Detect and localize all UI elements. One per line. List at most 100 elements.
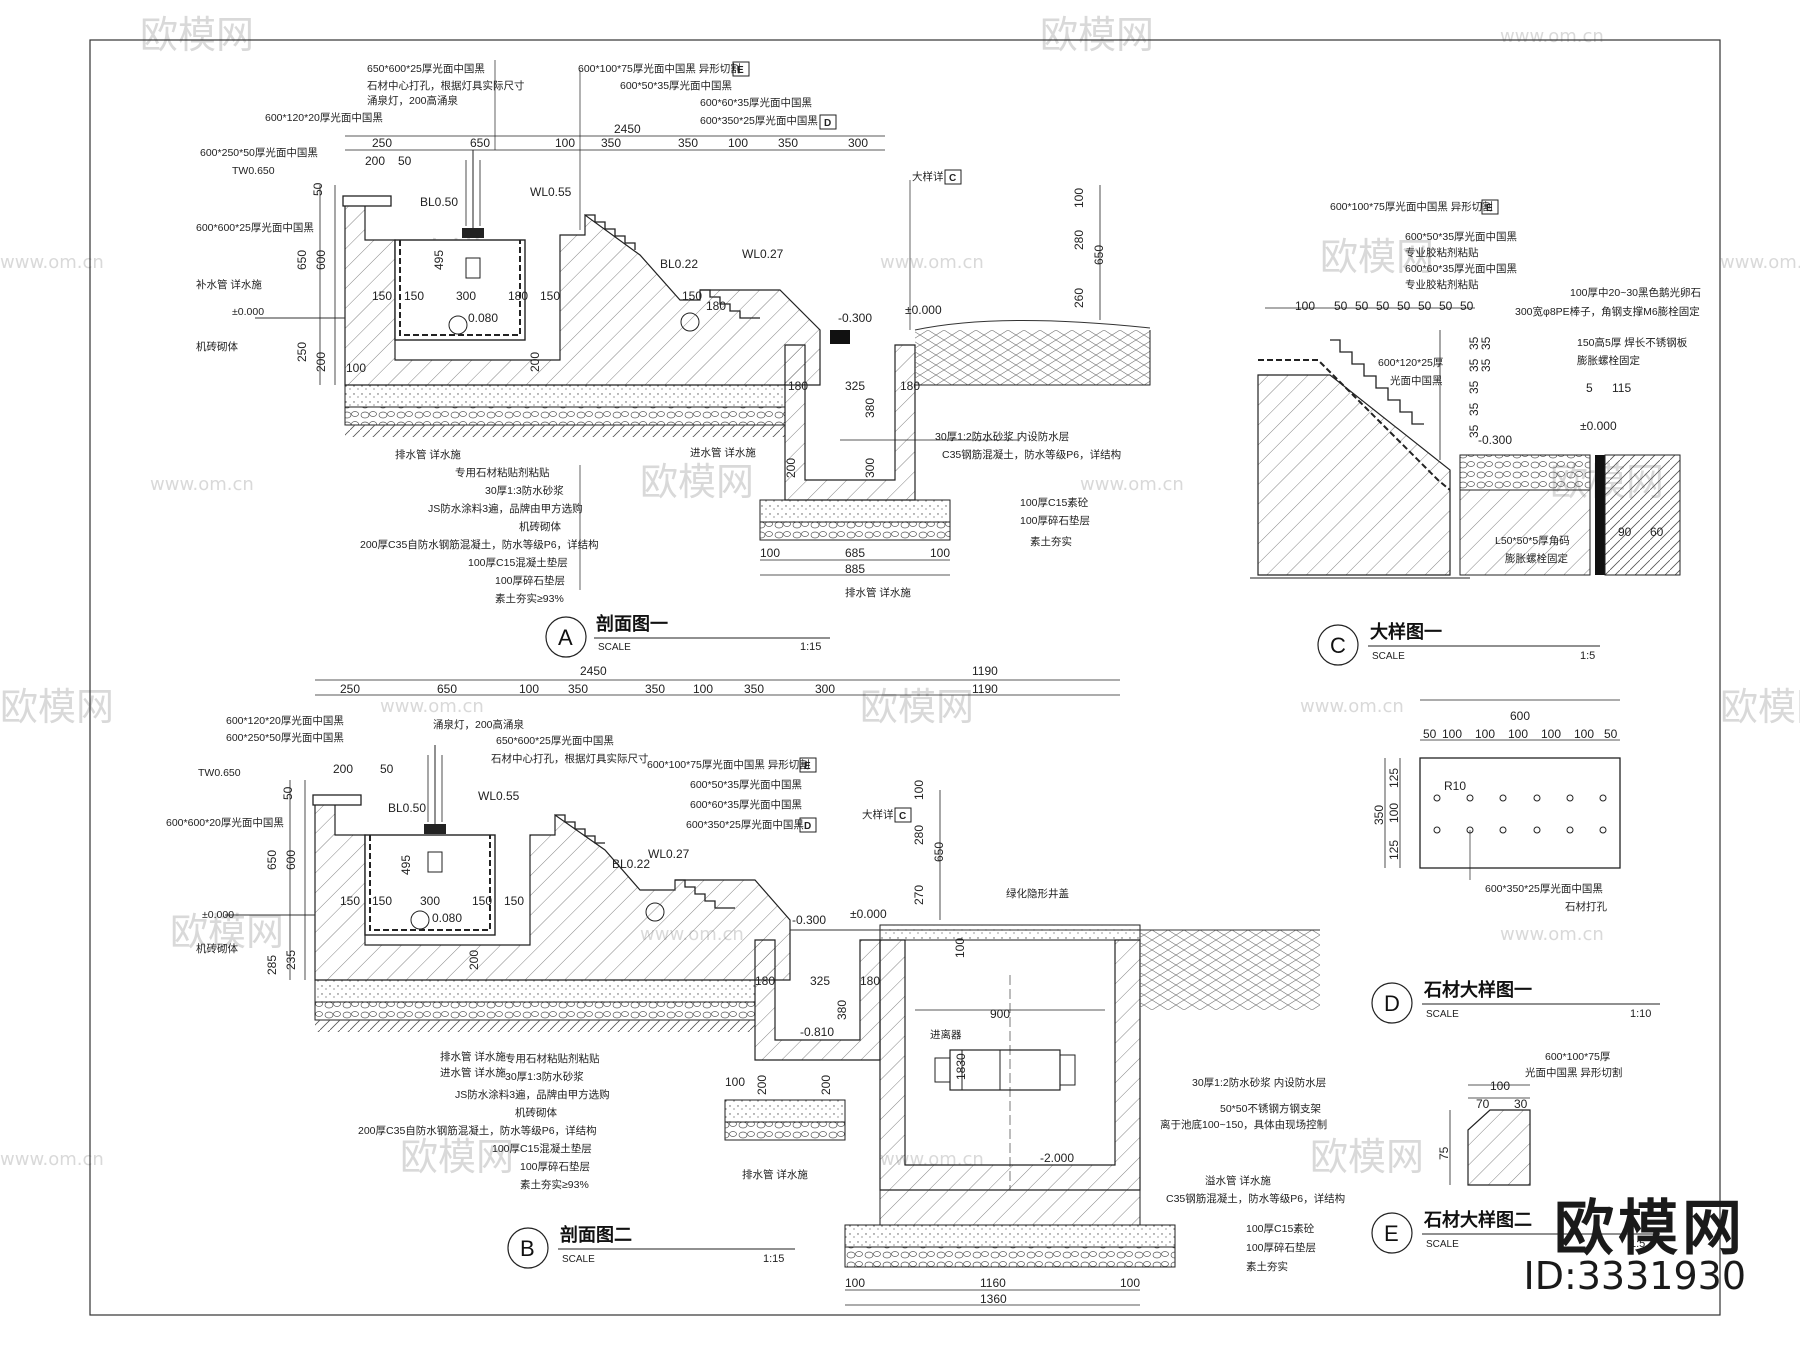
a-dim-right-2: 650 [1092, 245, 1106, 265]
d-dim-left-1: 125 [1387, 768, 1401, 788]
a-dim-top-4: 350 [601, 136, 621, 150]
c-dim-2: 50 [1355, 299, 1369, 313]
a-note-right-5: 排水管 详水施 [845, 586, 911, 599]
pump-icon [934, 1049, 1076, 1091]
gravel-layer [344, 406, 786, 426]
watermark-brand: 欧模网 [860, 685, 974, 729]
a-level-4: 0.080 [468, 311, 498, 325]
b-retaining-wall-section [314, 799, 791, 981]
view-title-a: 剖面图一 [596, 613, 668, 634]
a-dim-inner-5: 180 [706, 299, 726, 313]
a-note-right-1: C35钢筋混凝土，防水等级P6，详结构 [942, 448, 1121, 461]
c-dim-8: 35 [1467, 336, 1481, 350]
view-mark-c: C [1330, 633, 1346, 658]
b-dim-left-2: 600 [284, 850, 298, 870]
a-dim-bottom-2: 100 [930, 546, 950, 560]
d-dim-left-2: 100 [1387, 803, 1401, 823]
a-dim-top-7: 350 [778, 136, 798, 150]
b-dim-right-3: 100 [912, 780, 926, 800]
b-dim-inner-13: 900 [990, 1007, 1010, 1021]
view-scale-label-e: SCALE [1426, 1239, 1459, 1250]
a-note-bot-1: 专用石材粘贴剂粘贴 [455, 466, 550, 479]
a-note-top-2: 涌泉灯，200高涌泉 [367, 94, 459, 107]
b-note-top-8: 机砖砌体 [196, 942, 238, 955]
watermark-site: www.om.cn [880, 252, 984, 273]
b-dim-left-3: 235 [284, 950, 298, 970]
a-note-mid-1: 600*50*35厚光面中国黑 [620, 79, 732, 92]
b-soil-layer [315, 1020, 755, 1032]
pump-pit-cover-label: 绿化隐形井盖 [1006, 887, 1069, 900]
watermark-site: www.om.cn [1500, 26, 1604, 47]
d-radius: R10 [1444, 779, 1466, 793]
b-note-right-0: 30厚1:2防水砂浆 内设防水层 [1192, 1076, 1326, 1089]
pump-gravel-bed [844, 1246, 1176, 1268]
b-box-c: C [899, 811, 906, 822]
c-dim-16: 115 [1612, 381, 1631, 395]
watermark-brand: 欧模网 [140, 13, 254, 57]
a-dim-inner-9: 325 [845, 379, 865, 393]
watermark-site: www.om.cn [1720, 252, 1800, 273]
b-note-right-4: C35钢筋混凝土，防水等级P6，详结构 [1166, 1192, 1345, 1205]
watermark-brand: 欧模网 [1720, 685, 1800, 729]
d-dim-top-0: 600 [1510, 709, 1530, 723]
b-dim-bottom-3: 1360 [980, 1292, 1007, 1306]
d-dim-left-0: 350 [1372, 805, 1386, 825]
view-title-e: 石材大样图二 [1423, 1209, 1532, 1230]
b-drain-pipe-icon [410, 910, 430, 930]
b-level-2: WL0.27 [648, 847, 690, 861]
b-dim-bottom-2: 100 [1120, 1276, 1140, 1290]
stepped-weir-lower [700, 289, 760, 319]
b-detail-ref: 大样详 [862, 808, 894, 821]
b-dim-top-5: 100 [519, 682, 539, 696]
b-dim-inner-14: 1830 [954, 1053, 968, 1080]
a-dim-left-3: 250 [295, 342, 309, 362]
view-mark-circle-e [1371, 1212, 1413, 1254]
drain-pipe-icon [448, 315, 468, 335]
watermark-site: www.om.cn [0, 252, 104, 273]
a-level-5: -0.300 [838, 311, 872, 325]
a-dim-left-2: 600 [314, 250, 328, 270]
c-dim-13: 35 [1479, 336, 1493, 350]
b-note-bot-4: JS防水涂料3遍，品牌由甲方选购 [455, 1088, 610, 1101]
c-dim-15: 5 [1586, 381, 1593, 395]
b-dim-inner-2: 300 [420, 894, 440, 908]
b-dim-inner-7: 325 [810, 974, 830, 988]
sump-pit-walls [784, 344, 916, 501]
c-note-11: L50*50*5厚角码 [1495, 535, 1570, 547]
b-dim-top-9: 350 [744, 682, 764, 696]
b-note-right-3: 溢水管 详水施 [1205, 1174, 1271, 1187]
c-dim-9: 35 [1467, 358, 1481, 372]
a-note-mid-3: 600*350*25厚光面中国黑 [700, 114, 818, 127]
b-level-1: WL0.55 [478, 789, 520, 803]
a-note-top-6: 600*600*25厚光面中国黑 [196, 221, 314, 234]
b-note-bot-7: 100厚C15混凝土垫层 [492, 1142, 592, 1155]
brand-logo-text: 欧模网 [1554, 1194, 1746, 1264]
c-note-12: 膨胀螺栓固定 [1505, 552, 1568, 565]
a-box-e: E [737, 65, 744, 76]
retaining-wall-section [344, 199, 821, 386]
e-dim-1: 70 [1476, 1097, 1490, 1111]
view-scale-label-a: SCALE [598, 642, 631, 653]
concrete-bed-layer [344, 384, 786, 408]
b-dim-top-4: 650 [437, 682, 457, 696]
c-dim-6: 50 [1439, 299, 1453, 313]
section-a [255, 60, 1151, 590]
e-dim-0: 100 [1490, 1079, 1510, 1093]
a-dim-left-5: 495 [432, 250, 446, 270]
watermark-site: www.om.cn [0, 1149, 104, 1170]
b-dim-right-0: 280 [912, 825, 926, 845]
b-level-3: BL0.22 [612, 857, 650, 871]
a-note-right-4: 素土夯实 [1030, 535, 1072, 548]
b-fountain-lamp-icon [424, 745, 446, 873]
b-dim-top-1: 1190 [972, 664, 998, 678]
watermark-brand: 欧模网 [170, 910, 284, 954]
a-note-top-7: 补水管 详水施 [196, 278, 262, 291]
b-note-bot-6: 200厚C35自防水钢筋混凝土，防水等级P6，详结构 [358, 1124, 597, 1137]
a-note-right-2: 100厚C15素砼 [1020, 496, 1089, 509]
b-level-5: -0.300 [792, 913, 826, 927]
drill-holes [1433, 794, 1607, 834]
a-note-top-0: 650*600*25厚光面中国黑 [367, 62, 485, 75]
detail-e [1449, 1084, 1531, 1186]
detail-c [1250, 307, 1681, 579]
c-concrete-section [1257, 374, 1451, 576]
